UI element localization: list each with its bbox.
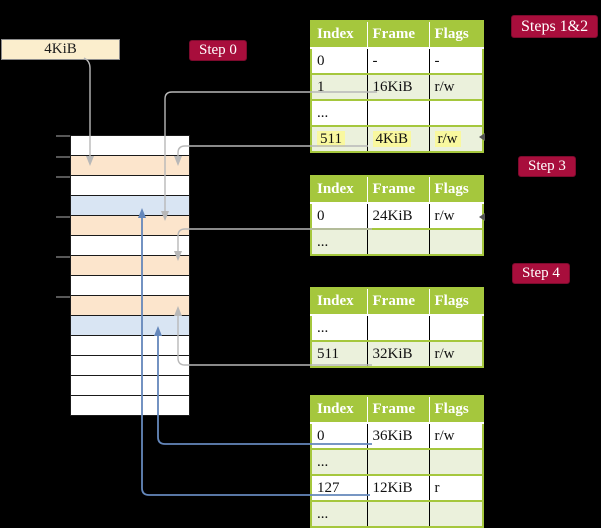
table-cell: ... (310, 99, 368, 127)
memory-row-peach (71, 216, 189, 236)
badge-step-3: Step 3 (518, 156, 576, 177)
table-cell: 32KiB (366, 340, 430, 368)
column-header-index: Index (311, 396, 368, 424)
table-cell: r (428, 474, 484, 502)
table-cell (366, 99, 430, 127)
memory-row-blue (71, 316, 189, 336)
memory-row-white (71, 396, 189, 415)
table-row: 0-- (310, 47, 484, 75)
table-cell: - (428, 47, 484, 75)
badge-steps-1-2: Steps 1&2 (511, 15, 599, 38)
column-header-index: Index (311, 288, 368, 316)
memory-row-white (71, 276, 189, 296)
table-row: ... (310, 448, 484, 476)
table-row: ... (310, 228, 484, 256)
highlighted-value: 4KiB (372, 130, 412, 147)
table-cell: 0 (310, 202, 368, 230)
memory-row-white (71, 336, 189, 356)
table-cell: r/w (428, 73, 484, 101)
memory-strip (70, 135, 190, 416)
table-cell: 0 (310, 422, 368, 450)
table-cell: 511 (310, 340, 368, 368)
table-cell (428, 314, 484, 342)
table-row: ... (310, 99, 484, 127)
memory-row-peach (71, 156, 189, 176)
table-cell (428, 500, 484, 528)
column-header-index: Index (311, 21, 368, 49)
table-cell: 511 (310, 125, 368, 153)
table-cell (428, 228, 484, 256)
table-cell: r/w (428, 125, 484, 153)
column-header-flags: Flags (429, 396, 484, 424)
table-cell: 127 (310, 474, 368, 502)
memory-tick-marks (56, 135, 70, 298)
table-cell (366, 500, 430, 528)
memory-row-white (71, 356, 189, 376)
table-cell: - (366, 47, 430, 75)
table-cell (366, 448, 430, 476)
highlighted-value: 511 (317, 130, 345, 147)
frame-box-label: 4KiB (44, 41, 77, 57)
frame-box-4kib: 4KiB (1, 39, 120, 60)
column-header-flags: Flags (429, 176, 484, 204)
table-cell: ... (310, 228, 368, 256)
badge-step-4: Step 4 (512, 263, 570, 284)
table-cell: ... (310, 500, 368, 528)
table-cell (366, 228, 430, 256)
column-header-frame: Frame (367, 288, 430, 316)
table-cell: 1 (310, 73, 368, 101)
table-cell: ... (310, 448, 368, 476)
table-row: ... (310, 500, 484, 528)
table-cell: 4KiB (366, 125, 430, 153)
memory-row-white (71, 176, 189, 196)
table-cell (366, 314, 430, 342)
table-row: 511 4KiB r/w (310, 125, 484, 153)
memory-row-peach (71, 296, 189, 316)
memory-row-white (71, 236, 189, 256)
memory-row-white (71, 376, 189, 396)
column-header-flags: Flags (429, 288, 484, 316)
table-cell (428, 99, 484, 127)
memory-row-peach (71, 256, 189, 276)
column-header-flags: Flags (429, 21, 484, 49)
table-cell: 0 (310, 47, 368, 75)
column-header-index: Index (311, 176, 368, 204)
column-header-frame: Frame (367, 396, 430, 424)
highlighted-value: r/w (434, 130, 461, 147)
table-cell: 36KiB (366, 422, 430, 450)
table-cell: 12KiB (366, 474, 430, 502)
table-cell: ... (310, 314, 368, 342)
memory-row-white (71, 136, 189, 156)
table-cell: 16KiB (366, 73, 430, 101)
column-header-frame: Frame (367, 176, 430, 204)
column-header-frame: Frame (367, 21, 430, 49)
table-cell: 24KiB (366, 202, 430, 230)
table-cell: r/w (428, 340, 484, 368)
table-cell: r/w (428, 202, 484, 230)
table-cell (428, 448, 484, 476)
memory-row-blue (71, 196, 189, 216)
badge-step-0: Step 0 (189, 40, 247, 61)
table-row: ... (310, 314, 484, 342)
table-cell: r/w (428, 422, 484, 450)
